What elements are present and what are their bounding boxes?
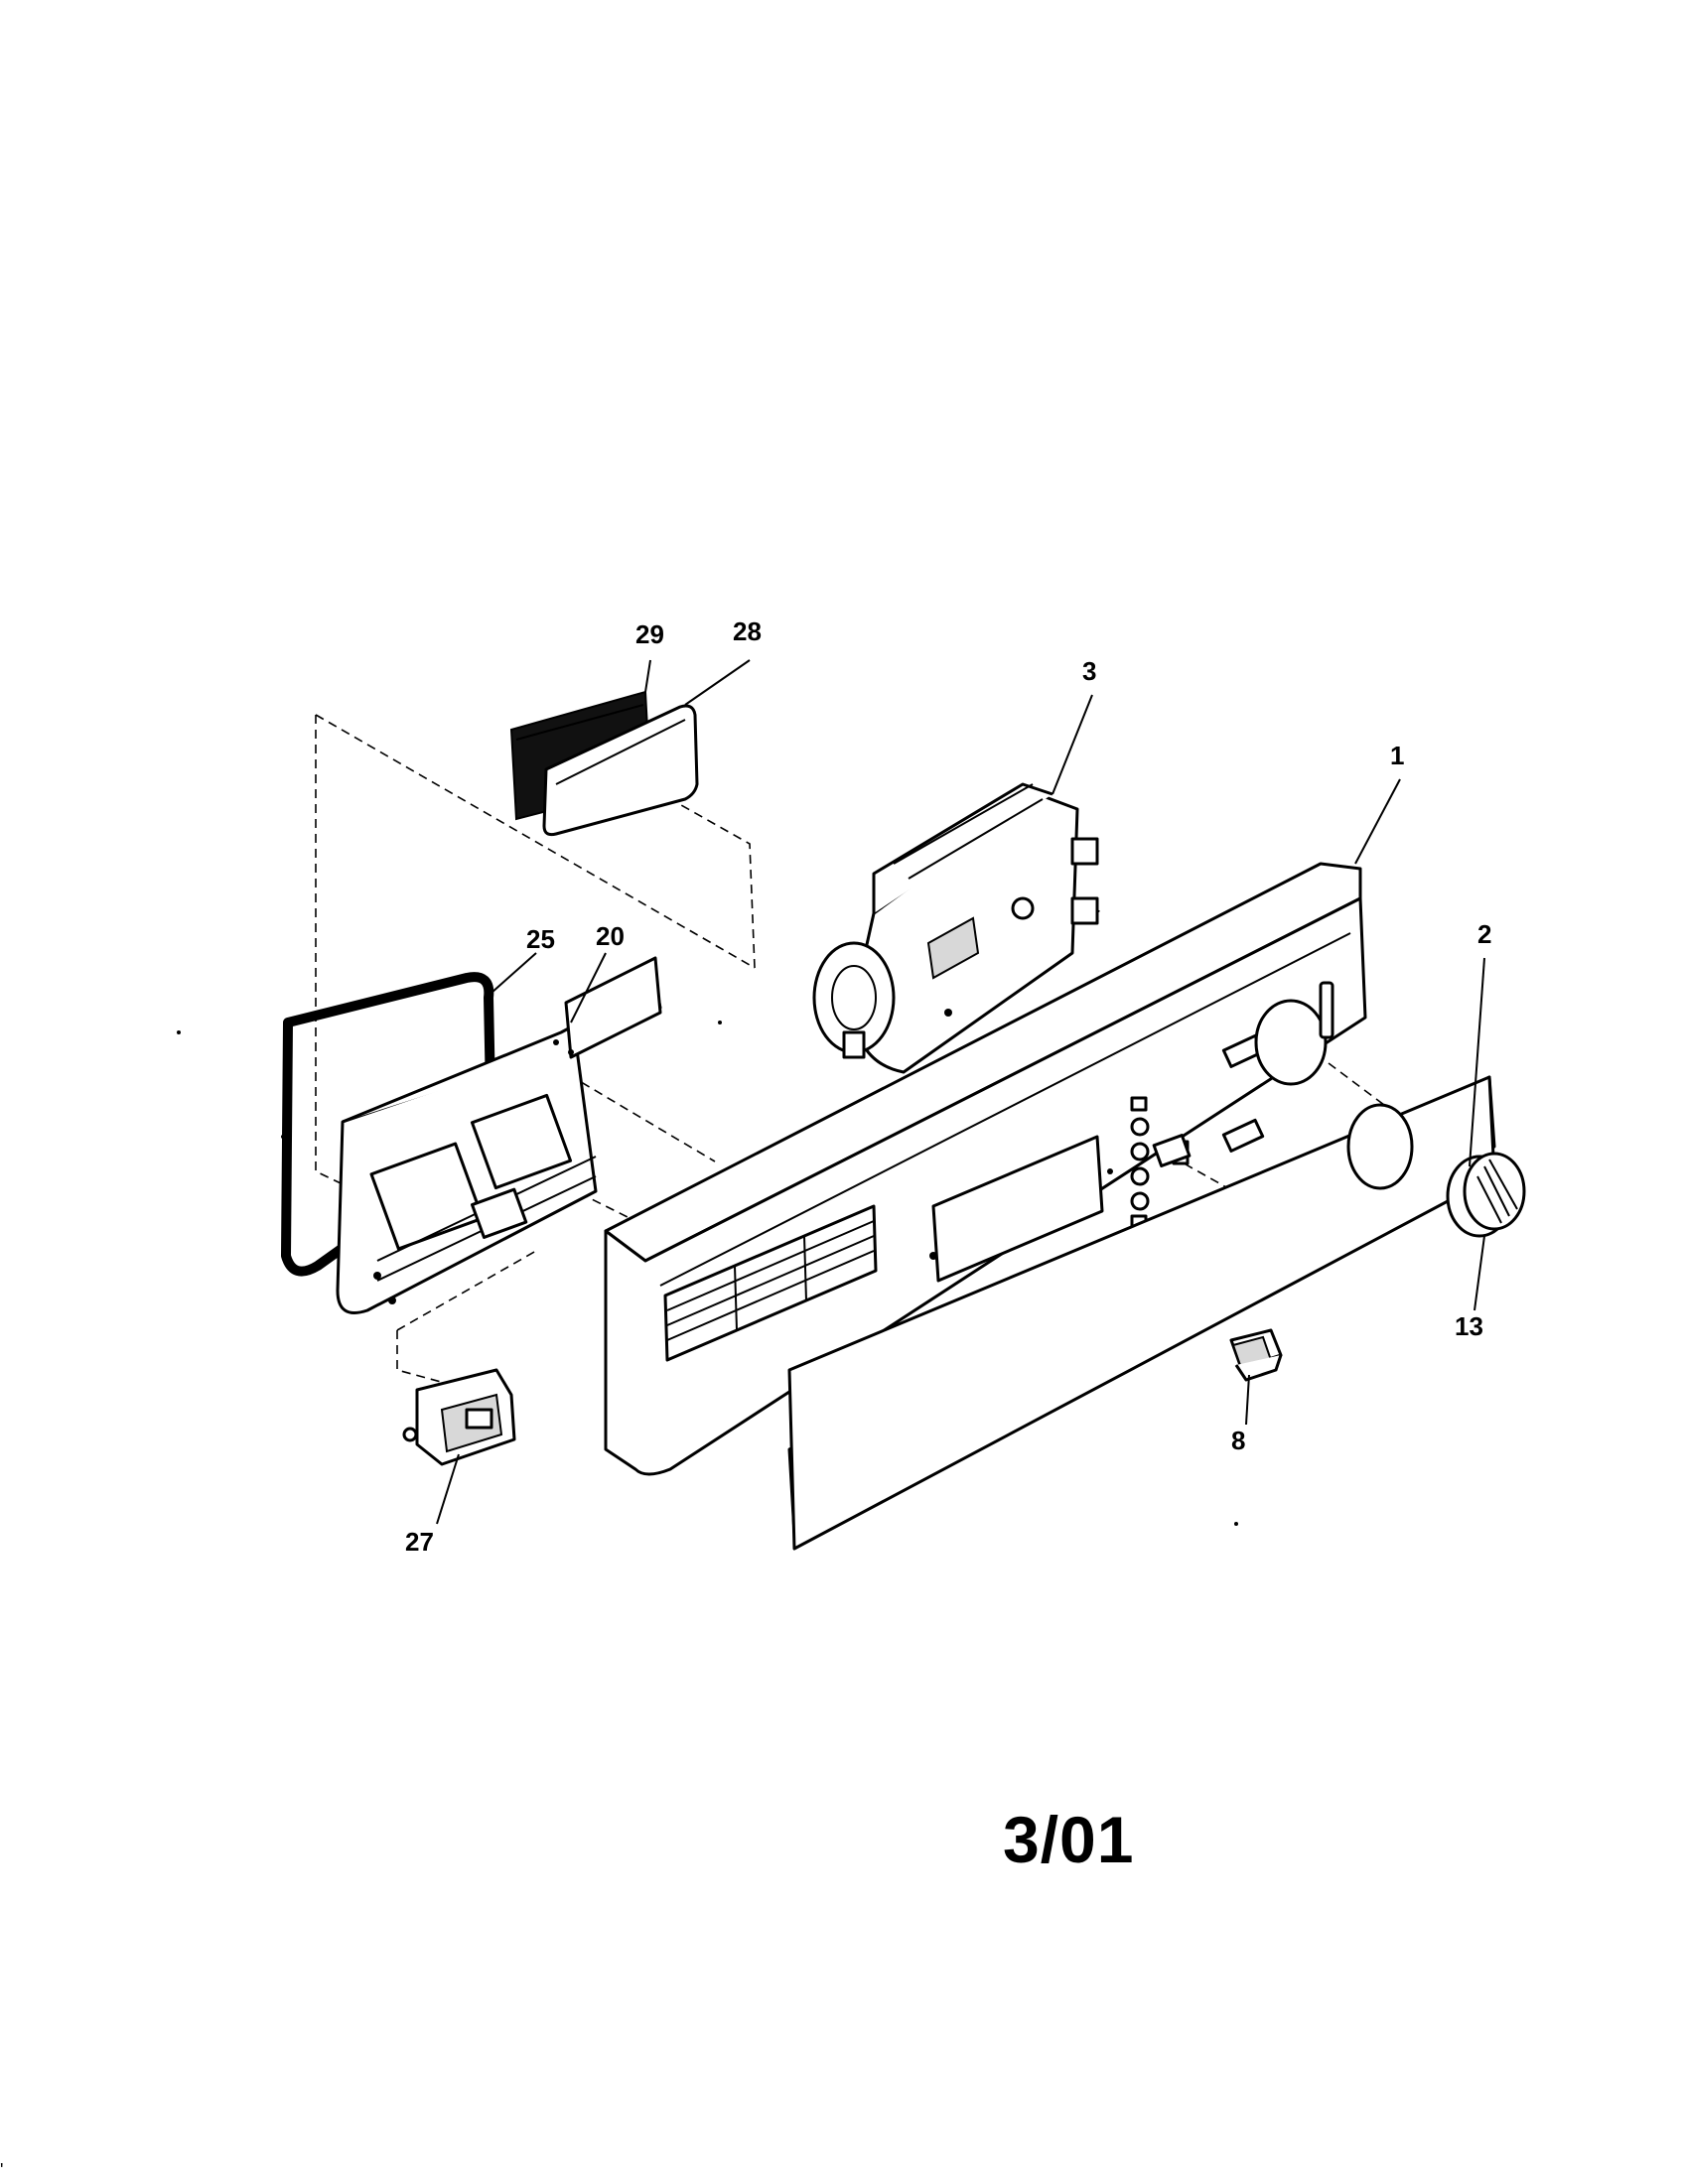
- callout-labels: 29 28 3 1 2 13 8 25 20 27: [405, 616, 1491, 1557]
- callout-29: 29: [635, 619, 664, 649]
- callout-27: 27: [405, 1527, 434, 1557]
- part-28-filter-cover: [542, 704, 699, 837]
- stray-dot: [1234, 1522, 1238, 1526]
- stray-dot: [281, 1135, 285, 1139]
- callout-8: 8: [1231, 1426, 1245, 1455]
- part-8-switch: [1229, 1328, 1283, 1382]
- callout-13: 13: [1455, 1311, 1483, 1341]
- corner-mark: ': [0, 2160, 4, 2180]
- stray-dot: [177, 1030, 181, 1034]
- callout-2: 2: [1477, 919, 1491, 949]
- part-3-timer: [812, 782, 1099, 1074]
- vent-grille: [663, 1204, 878, 1362]
- part-1-control-panel: [604, 862, 1367, 1476]
- callout-28: 28: [733, 616, 762, 646]
- callout-20: 20: [596, 921, 625, 951]
- stray-dot: [718, 1021, 722, 1024]
- leader-lines: [436, 659, 1485, 1525]
- part-27-switch: [402, 1368, 516, 1466]
- callout-3: 3: [1082, 656, 1096, 686]
- callout-1: 1: [1390, 741, 1404, 770]
- callout-25: 25: [526, 924, 555, 954]
- part-20-dispenser: [336, 956, 662, 1314]
- date-code: 3/01: [1003, 1803, 1135, 1876]
- part-13-knob: [1446, 1152, 1526, 1238]
